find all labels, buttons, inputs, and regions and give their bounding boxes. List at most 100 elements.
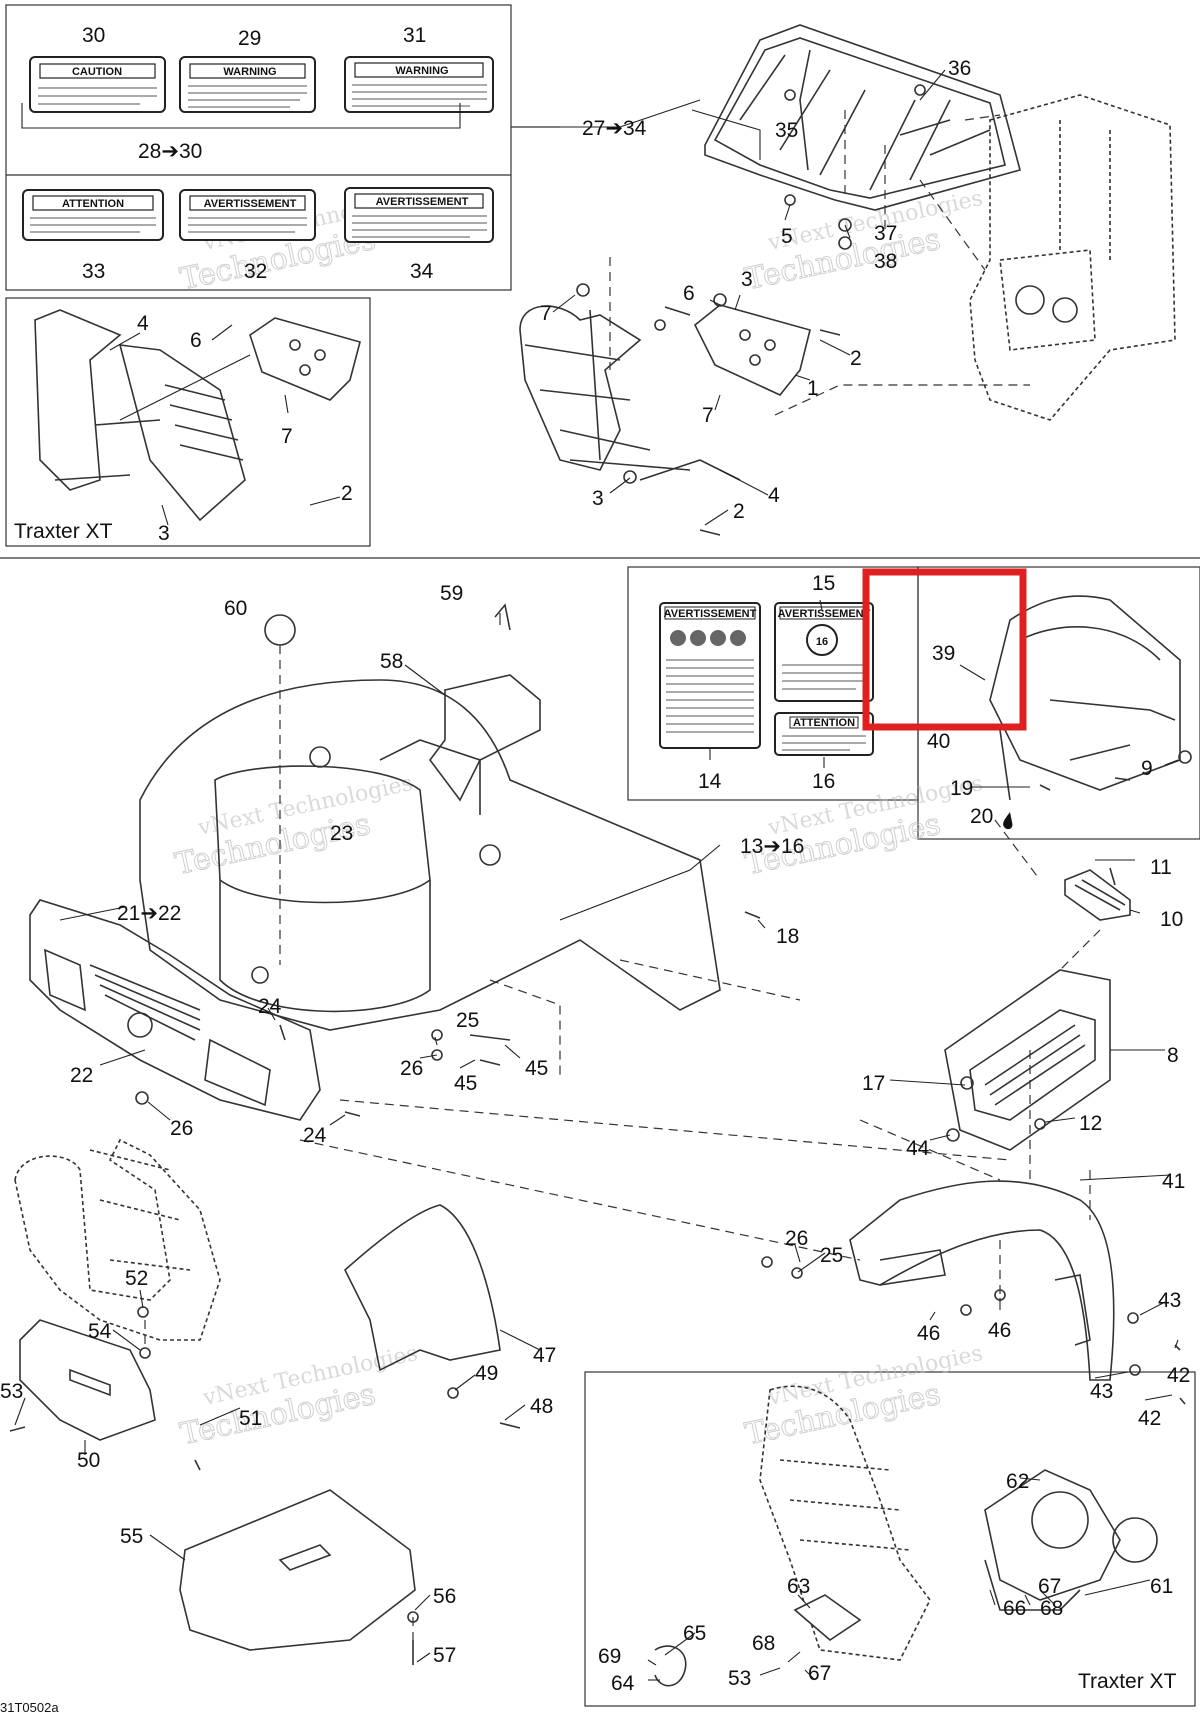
callout-label: 30 [82, 24, 105, 47]
callout-label: 65 [683, 1622, 706, 1645]
support-58 [264, 603, 541, 802]
callout-label: 67 [1038, 1575, 1061, 1598]
callout-label: 7 [540, 302, 552, 325]
callout-label: 53 [0, 1380, 23, 1403]
traxter-xt-caption-top: Traxter XT [14, 520, 113, 543]
decal-31-title: WARNING [395, 65, 448, 77]
callout-label: 3 [741, 268, 753, 291]
front-bumper-lower [14, 1138, 221, 1341]
callout-label: 4 [137, 312, 149, 335]
callout-label: 39 [932, 642, 955, 665]
callout-label: 33 [82, 260, 105, 283]
callout-label: 21➔22 [117, 902, 181, 925]
callout-label: 62 [1006, 1470, 1029, 1493]
callout-label: 66 [1003, 1597, 1026, 1620]
callout-label: 1 [807, 377, 819, 400]
callout-label: 26 [400, 1057, 423, 1080]
decals-middle: AVERTISSEMENT AVERTISSEMENT 16 ATTENTION [659, 602, 874, 756]
callout-label: 28➔30 [138, 140, 202, 163]
highlight-box-39 [862, 568, 1027, 731]
decals-top: CAUTION WARNING WARNING ATTENTION AVERTI… [21, 56, 494, 243]
callout-label: 67 [808, 1662, 831, 1685]
callout-label: 47 [533, 1344, 556, 1367]
rear-rack-assembly [704, 24, 1021, 211]
decal-34: AVERTISSEMENT [344, 187, 494, 243]
callout-label: 55 [120, 1525, 143, 1548]
skid-plate-50 [19, 1319, 156, 1441]
decal-30-title: CAUTION [72, 66, 122, 78]
callout-label: 7 [702, 404, 714, 427]
callout-label: 43 [1158, 1289, 1181, 1312]
callout-label: 19 [950, 777, 973, 800]
traxter-xt-top-inset-frame [5, 297, 371, 547]
callout-label: 15 [812, 572, 835, 595]
callout-label: 46 [917, 1322, 940, 1345]
decal-33: ATTENTION [22, 189, 164, 241]
mounting-plate-1 [693, 304, 811, 396]
winch-assembly [654, 1385, 1158, 1687]
decal-29: WARNING [179, 56, 316, 113]
callout-label: 46 [988, 1319, 1011, 1342]
callout-label: 25 [456, 1009, 479, 1032]
callout-label: 49 [475, 1362, 498, 1385]
callout-label: 50 [77, 1449, 100, 1472]
callout-label: 61 [1150, 1575, 1173, 1598]
watermark-5: vNext Technologies Technologies [177, 1341, 420, 1453]
lubricant-icon [1003, 812, 1013, 830]
callout-label: 32 [244, 260, 267, 283]
leader-lines [14, 69, 1179, 1681]
decal-16: ATTENTION [774, 712, 874, 756]
callout-label: 9 [1141, 757, 1153, 780]
callout-label: 36 [948, 57, 971, 80]
callout-label: 3 [592, 487, 604, 510]
callout-label: 2 [341, 482, 353, 505]
callout-label: 58 [380, 650, 403, 673]
callout-label: 41 [1162, 1170, 1185, 1193]
callout-label: 12 [1079, 1112, 1102, 1135]
callout-label: 35 [775, 119, 798, 142]
decal-15: AVERTISSEMENT 16 [774, 602, 874, 702]
callout-label: 16 [812, 770, 835, 793]
callout-label: 59 [440, 582, 463, 605]
front-body-assembly [139, 679, 721, 1031]
callout-label: 57 [433, 1644, 456, 1667]
callout-label: 20 [970, 805, 993, 828]
callout-label: 43 [1090, 1380, 1113, 1403]
callout-label: 44 [906, 1137, 930, 1160]
decal-14-title: AVERTISSEMENT [664, 608, 757, 620]
footrest-8 [944, 969, 1111, 1151]
callout-label: 48 [530, 1395, 553, 1418]
callout-label: 54 [88, 1320, 112, 1343]
callout-label: 38 [874, 250, 897, 273]
callout-label: 25 [820, 1244, 843, 1267]
rear-fender-41 [849, 1180, 1115, 1381]
decal-15-title: AVERTISSEMENT [778, 608, 871, 620]
callout-label: 4 [768, 484, 780, 507]
callout-label: 2 [850, 347, 862, 370]
callout-label: 45 [454, 1072, 477, 1095]
callout-label: 7 [281, 425, 293, 448]
fasteners-top [576, 84, 926, 536]
callout-label: 63 [787, 1575, 810, 1598]
decal-30: CAUTION [29, 56, 166, 113]
decal-group-bracket [21, 103, 461, 129]
fasteners-middle [9, 777, 1186, 1665]
callout-label: 42 [1167, 1364, 1190, 1387]
footpeg-10 [1064, 869, 1131, 921]
dash-leaders-middle [144, 645, 1101, 1640]
callout-label: 22 [70, 1064, 93, 1087]
callout-label: 34 [410, 260, 434, 283]
decal-inset-top-frame [5, 4, 512, 291]
decal-34-title: AVERTISSEMENT [376, 196, 469, 208]
frame-assembly [969, 94, 1176, 421]
skid-plate-55 [179, 1489, 416, 1651]
watermark-3: vNext Technologies Technologies [172, 771, 415, 883]
callout-label: 8 [1167, 1044, 1179, 1067]
callout-label: 11 [1150, 856, 1172, 879]
callout-label: 5 [781, 225, 793, 248]
side-panel-assembly [989, 595, 1192, 801]
decal-29-title: WARNING [223, 66, 276, 78]
watermark-2: vNext Technologies Technologies [742, 186, 985, 298]
callout-label: 29 [238, 27, 261, 50]
traxter-xt-bottom-inset-frame [584, 1371, 1196, 1707]
